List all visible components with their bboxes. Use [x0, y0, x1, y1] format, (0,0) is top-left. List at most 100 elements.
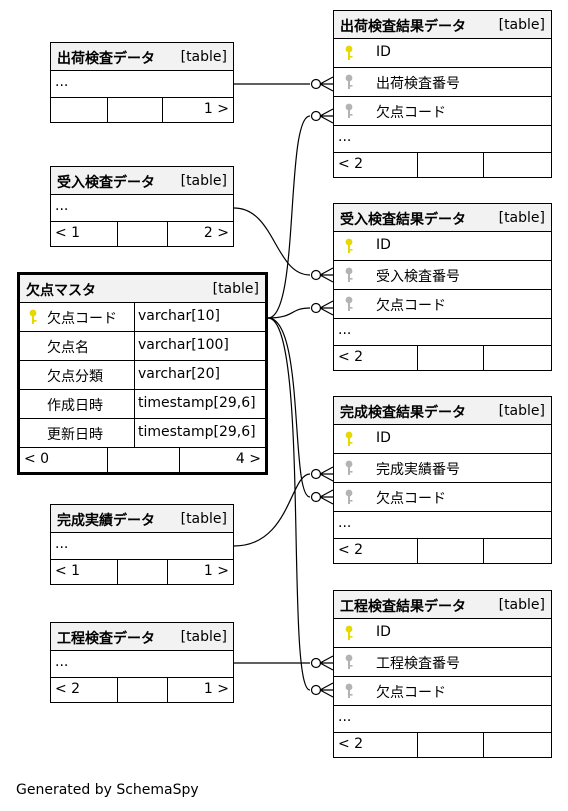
columns-ellipsis: ...	[51, 533, 233, 560]
child-count: 1 >	[203, 681, 229, 697]
edge-kansei-bango	[233, 473, 311, 547]
primary-key-icon	[345, 238, 353, 253]
column-type: varchar[20]	[138, 366, 220, 382]
table-kansei-jisseki[interactable]: 完成実績データ [table] ... < 1 1 >	[50, 504, 234, 585]
column-row[interactable]: 欠点コード	[334, 677, 551, 706]
crowfoot	[319, 682, 334, 698]
edge-end-circle	[310, 657, 322, 669]
columns-ellipsis: ...	[334, 706, 551, 733]
table-name: 工程検査結果データ	[340, 599, 466, 615]
table-footer: < 2	[334, 539, 551, 563]
edge-end-circle	[310, 110, 322, 122]
table-type: [table]	[180, 173, 227, 189]
column-name: 欠点コード	[376, 491, 446, 507]
child-count: 4 >	[235, 451, 261, 467]
column-row[interactable]: 作成日時 timestamp[29,6]	[20, 390, 265, 419]
table-type: [table]	[498, 210, 545, 226]
edge-end-circle	[310, 684, 322, 696]
column-row[interactable]: ID	[334, 39, 551, 68]
column-row[interactable]: ID	[334, 619, 551, 648]
table-ketten-master[interactable]: 欠点マスタ [table] 欠点コード varchar[10] 欠点名 varc…	[17, 272, 268, 475]
column-type: timestamp[29,6]	[138, 395, 256, 411]
table-kansei-kekka[interactable]: 完成検査結果データ [table] ID 完成実績番号 欠点コード ... < …	[333, 396, 552, 564]
table-header: 工程検査結果データ [table]	[334, 591, 551, 619]
crowfoot	[319, 466, 334, 482]
table-footer: < 2 1 >	[51, 678, 233, 702]
table-shukka-kekka[interactable]: 出荷検査結果データ [table] ID 出荷検査番号 欠点コード ... < …	[333, 10, 552, 178]
table-type: [table]	[498, 17, 545, 33]
child-count: 1 >	[203, 101, 229, 117]
column-row[interactable]: 欠点名 varchar[100]	[20, 332, 265, 361]
column-row[interactable]: 欠点コード varchar[10]	[20, 303, 265, 332]
column-name: ID	[376, 624, 391, 640]
columns-ellipsis: ...	[334, 319, 551, 346]
columns-ellipsis: ...	[51, 651, 233, 678]
column-name: ID	[376, 237, 391, 253]
table-type: [table]	[180, 629, 227, 645]
columns-ellipsis: ...	[51, 71, 233, 98]
table-koutei-kekka[interactable]: 工程検査結果データ [table] ID 工程検査番号 欠点コード ... < …	[333, 590, 552, 758]
table-header: 完成検査結果データ [table]	[334, 397, 551, 425]
edge-end-circle	[310, 491, 322, 503]
column-row[interactable]: ID	[334, 232, 551, 261]
column-name: 欠点コード	[376, 685, 446, 701]
table-footer: < 1 1 >	[51, 560, 233, 584]
child-count: 1 >	[203, 563, 229, 579]
table-name: 完成検査結果データ	[340, 405, 466, 421]
table-shukka-kensa[interactable]: 出荷検査データ [table] ... 1 >	[50, 42, 234, 123]
parent-count: < 1	[55, 563, 81, 579]
column-row[interactable]: 受入検査番号	[334, 261, 551, 290]
column-row[interactable]: 出荷検査番号	[334, 68, 551, 97]
table-ukeire-kekka[interactable]: 受入検査結果データ [table] ID 受入検査番号 欠点コード ... < …	[333, 203, 552, 371]
edge-ketten-kansei	[267, 317, 311, 498]
edge-end-circle	[310, 468, 322, 480]
table-footer: 1 >	[51, 98, 233, 122]
column-row[interactable]: 欠点コード	[334, 290, 551, 319]
parent-count: < 2	[338, 542, 364, 558]
column-name: ID	[376, 430, 391, 446]
table-header: 出荷検査結果データ [table]	[334, 11, 551, 39]
column-name: 工程検査番号	[376, 656, 460, 672]
column-name: 欠点コード	[376, 298, 446, 314]
table-header: 受入検査結果データ [table]	[334, 204, 551, 232]
table-name: 出荷検査結果データ	[340, 19, 466, 35]
foreign-key-icon	[345, 683, 353, 698]
crowfoot	[319, 267, 334, 283]
table-name: 受入検査結果データ	[340, 212, 466, 228]
crowfoot	[319, 655, 334, 671]
column-row[interactable]: 完成実績番号	[334, 454, 551, 483]
column-name: 受入検査番号	[376, 269, 460, 285]
column-row[interactable]: 欠点分類 varchar[20]	[20, 361, 265, 390]
crowfoot	[319, 76, 334, 92]
table-name: 受入検査データ	[57, 175, 155, 191]
primary-key-icon	[345, 431, 353, 446]
foreign-key-icon	[345, 654, 353, 669]
foreign-key-icon	[345, 460, 353, 475]
column-name: 作成日時	[47, 398, 103, 414]
table-header: 出荷検査データ [table]	[51, 43, 233, 71]
table-koutei-kensa[interactable]: 工程検査データ [table] ... < 2 1 >	[50, 622, 234, 703]
parent-count: < 2	[338, 736, 364, 752]
column-name: 欠点コード	[376, 105, 446, 121]
column-name: 欠点分類	[47, 369, 103, 385]
parent-count: < 2	[338, 349, 364, 365]
column-row[interactable]: ID	[334, 425, 551, 454]
columns-ellipsis: ...	[334, 126, 551, 153]
table-ukeire-kensa[interactable]: 受入検査データ [table] ... < 1 2 >	[50, 166, 234, 247]
table-name: 欠点マスタ	[26, 283, 96, 299]
edge-end-circle	[310, 78, 322, 90]
column-name: 更新日時	[47, 427, 103, 443]
table-footer: < 1 2 >	[51, 222, 233, 246]
column-row[interactable]: 欠点コード	[334, 97, 551, 126]
column-name: 出荷検査番号	[376, 76, 460, 92]
parent-count: < 2	[338, 156, 364, 172]
crowfoot	[319, 108, 334, 124]
edge-ukeire-bango	[233, 207, 311, 276]
table-footer: < 2	[334, 733, 551, 757]
column-row[interactable]: 欠点コード	[334, 483, 551, 512]
column-row[interactable]: 更新日時 timestamp[29,6]	[20, 419, 265, 448]
column-row[interactable]: 工程検査番号	[334, 648, 551, 677]
column-name: 欠点コード	[47, 311, 117, 327]
columns-ellipsis: ...	[334, 512, 551, 539]
column-name: 欠点名	[47, 340, 89, 356]
